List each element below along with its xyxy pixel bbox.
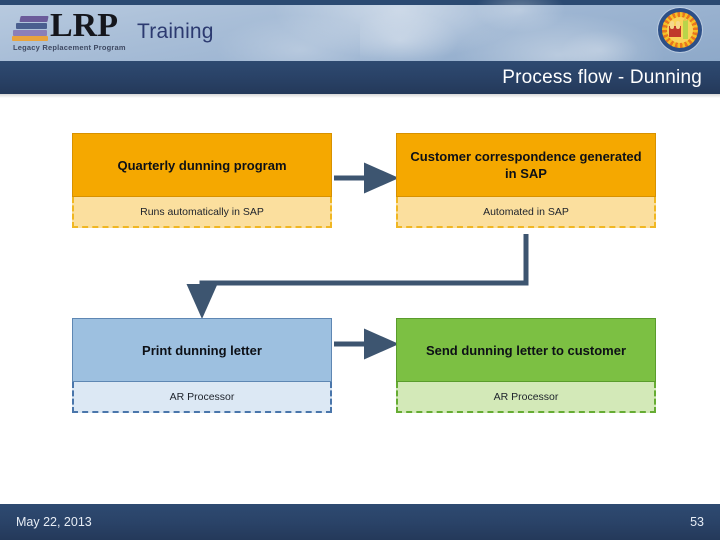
logo-tagline: Legacy Replacement Program [13, 43, 126, 52]
lrp-logo: LRP Legacy Replacement Program [10, 7, 136, 55]
node-title: Print dunning letter [72, 318, 332, 382]
process-node-print-dunning-letter[interactable]: Print dunning letter AR Processor [72, 318, 332, 413]
node-subtitle: Runs automatically in SAP [72, 197, 332, 228]
footer-page-number: 53 [690, 515, 704, 529]
slide-footer: May 22, 2013 53 [0, 504, 720, 540]
stacked-books-icon [12, 15, 50, 41]
node-subtitle: AR Processor [396, 382, 656, 413]
agency-seal-icon [658, 8, 702, 52]
node-title: Send dunning letter to customer [396, 318, 656, 382]
process-flow-diagram: Quarterly dunning program Runs automatic… [0, 98, 720, 502]
header-section-label: Training [137, 20, 214, 43]
node-subtitle: Automated in SAP [396, 197, 656, 228]
process-node-send-dunning-letter[interactable]: Send dunning letter to customer AR Proce… [396, 318, 656, 413]
logo-wordmark: LRP [50, 7, 118, 44]
header-top-rule [0, 0, 720, 5]
title-bar-shadow [0, 94, 720, 98]
slide-title-bar: Process flow - Dunning [0, 61, 720, 94]
process-node-customer-correspondence[interactable]: Customer correspondence generated in SAP… [396, 133, 656, 228]
header-decorative-swirl [360, 0, 660, 61]
process-node-quarterly-dunning-program[interactable]: Quarterly dunning program Runs automatic… [72, 133, 332, 228]
footer-date: May 22, 2013 [16, 515, 92, 529]
node-title: Customer correspondence generated in SAP [396, 133, 656, 197]
node-subtitle: AR Processor [72, 382, 332, 413]
node-title: Quarterly dunning program [72, 133, 332, 197]
connector-2-to-3 [186, 234, 529, 320]
slide-header: LRP Legacy Replacement Program Training [0, 0, 720, 61]
page-title: Process flow - Dunning [502, 66, 702, 88]
